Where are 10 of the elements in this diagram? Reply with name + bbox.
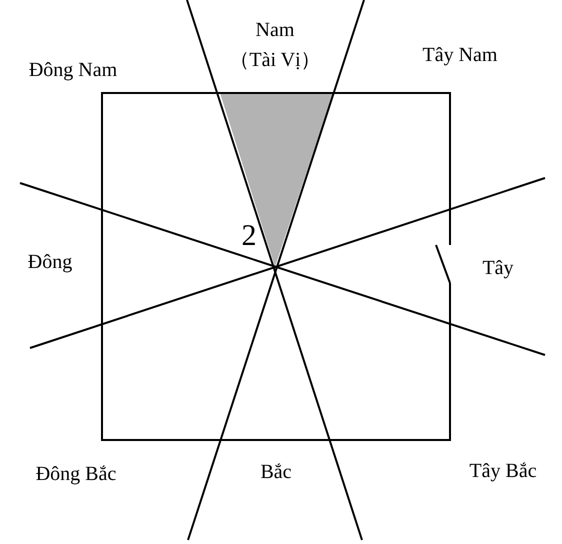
number-label: 2 [242, 221, 256, 251]
direction-label: （Tài Vị） [229, 50, 321, 70]
direction-label: Tây Bắc [469, 461, 537, 481]
direction-label: Đông Bắc [36, 464, 116, 484]
direction-label: Tây Nam [422, 45, 498, 65]
direction-label: Bắc [260, 462, 292, 482]
direction-label: Tây [482, 258, 514, 278]
direction-label: Đông [28, 252, 72, 272]
direction-label: Nam [256, 20, 294, 40]
direction-label: Đông Nam [28, 60, 118, 80]
